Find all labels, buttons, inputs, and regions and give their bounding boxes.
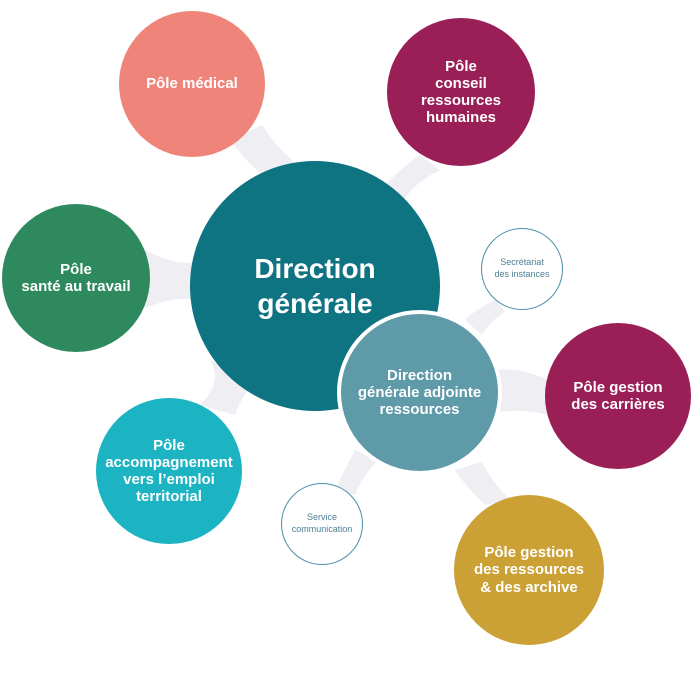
connector-dga-secretariat <box>465 300 505 335</box>
communication-node: Service communication <box>281 483 363 565</box>
pole-medical-label: Pôle médical <box>146 75 238 93</box>
communication-label: Service communication <box>291 512 353 534</box>
connector-dg-accomp <box>200 360 255 415</box>
direction-generale-label: Direction générale <box>254 253 376 319</box>
pole-conseil-rh-label: Pôle conseil ressources humaines <box>420 57 502 127</box>
secretariat-node: Secrétariat des instances <box>481 228 563 310</box>
pole-conseil-rh-node: Pôle conseil ressources humaines <box>387 18 535 166</box>
pole-sante-label: Pôle santé au travail <box>21 260 131 295</box>
pole-archives-label: Pôle gestion des ressources & des archiv… <box>473 544 585 596</box>
pole-medical-node: Pôle médical <box>119 11 265 157</box>
pole-carrieres-node: Pôle gestion des carrières <box>545 323 691 469</box>
connector-dga-carrieres <box>495 369 548 415</box>
pole-accompagnement-node: Pôle accompagnement vers l’emploi territ… <box>96 398 242 544</box>
dga-node: Direction générale adjointe ressources <box>337 310 502 475</box>
connector-dga-archives <box>455 462 510 505</box>
connector-dg-sante <box>145 250 195 308</box>
pole-accompagnement-label: Pôle accompagnement vers l’emploi territ… <box>105 436 233 506</box>
connector-dga-communication <box>335 450 378 495</box>
pole-carrieres-label: Pôle gestion des carrières <box>571 378 665 413</box>
pole-sante-node: Pôle santé au travail <box>2 204 150 352</box>
pole-archives-node: Pôle gestion des ressources & des archiv… <box>454 495 604 645</box>
secretariat-label: Secrétariat des instances <box>494 257 550 279</box>
dga-label: Direction générale adjointe ressources <box>357 366 482 419</box>
